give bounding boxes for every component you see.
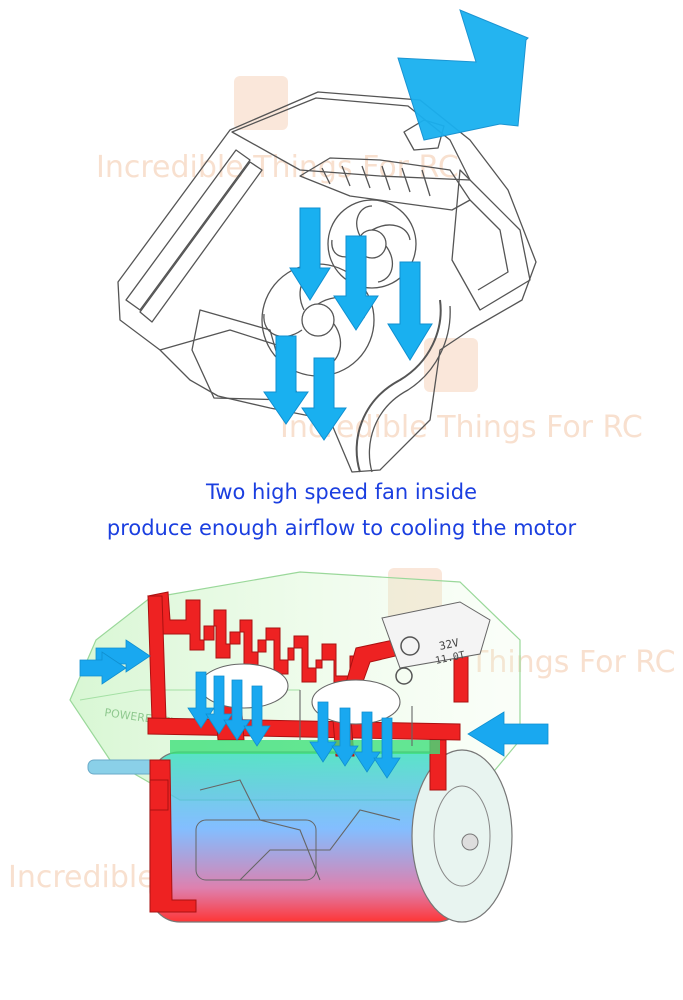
watermark-logo-mid [424,338,478,392]
housing-front-panel [191,309,291,401]
heatsink-fins [147,591,363,691]
case-label-voltage: 32V [438,636,461,653]
fan-housing-drawing [117,91,537,473]
housing-vent-grille [299,157,471,211]
housing-right-block [451,169,531,311]
airflow-down-arrow-3 [387,261,433,361]
airflow-down-arrow-1 [289,207,331,301]
big-intake-arrow [397,9,529,141]
case-label-logo-icon [400,636,420,656]
airflow-arrows-top [263,9,529,441]
airflow-down-arrow-5 [301,357,347,441]
watermark-text-top: Incredible Things For RC [96,150,459,185]
caption-line-2: produce enough airflow to cooling the mo… [106,516,577,540]
housing-top-frame [231,97,471,181]
fan-down-arrow-2 [205,675,233,735]
fan-down-arrow-5 [309,701,337,763]
fan-down-arrow-3 [223,679,251,741]
watermark-logo-top [234,76,288,130]
fan-down-arrow-8 [373,717,401,779]
red-detail-bottom [149,779,169,811]
side-inlet-arrow-left-2 [79,651,127,685]
fan-hub-top [327,199,417,289]
case-label-panel: 32V 11.0T [381,601,491,685]
watermark-text-bottom: Incredible [8,860,156,895]
cooling-floor [170,740,440,754]
cable-loop [355,299,442,473]
fan-down-arrow-6 [331,707,359,767]
side-inlet-arrow-right [467,711,549,757]
housing-left-rail [125,149,251,311]
housing-left-rail-inner [139,161,263,323]
airflow-arrows-bottom [79,639,549,779]
airflow-down-arrow-2 [333,235,379,331]
airflow-down-arrow-4 [263,335,309,425]
motor-can [149,749,513,923]
fan-down-arrow-4 [243,685,271,747]
fan-down-arrow-7 [353,711,381,773]
caption-line-1: Two high speed fan inside [205,480,478,504]
